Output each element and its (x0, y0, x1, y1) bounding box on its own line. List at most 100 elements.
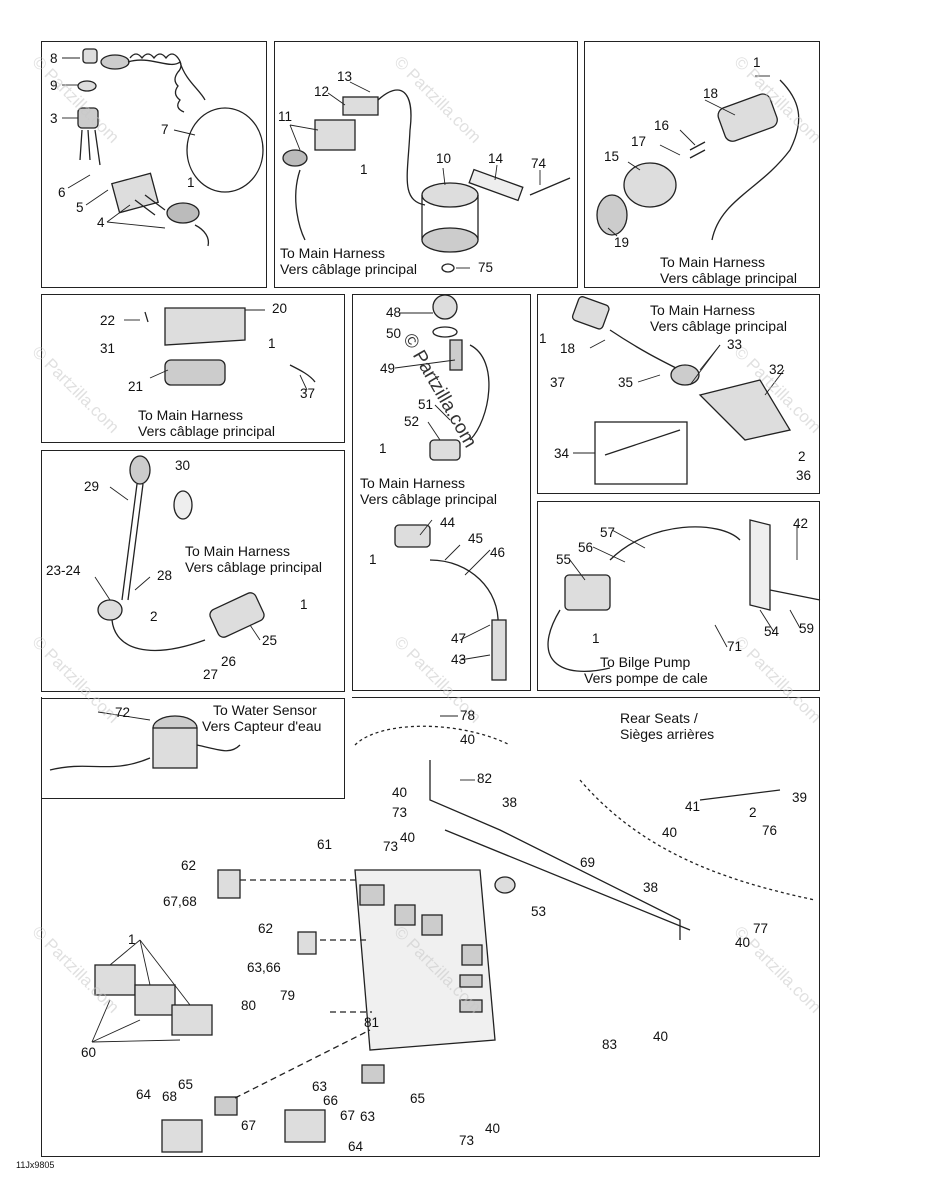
part-label: 47 (451, 631, 467, 646)
part-label: 55 (556, 552, 572, 567)
part-label: 34 (554, 446, 570, 461)
part-label: 56 (578, 540, 594, 555)
part-label: 9 (50, 78, 58, 93)
part-label: 65 (410, 1091, 426, 1106)
panel-electrical-box-top (352, 697, 820, 698)
caption-vers-cablage: Vers câblage principal (280, 261, 417, 277)
part-label: 32 (769, 362, 785, 377)
part-label: 10 (436, 151, 452, 166)
part-label: 15 (604, 149, 620, 164)
part-label: 30 (175, 458, 191, 473)
part-label: 38 (502, 795, 518, 810)
part-label: 19 (614, 235, 630, 250)
part-label: 1 (360, 162, 368, 177)
panel-throttle-sensor (537, 294, 820, 494)
part-label: 79 (280, 988, 296, 1003)
part-label: 62 (258, 921, 274, 936)
panel-fuel-sender (352, 294, 531, 691)
part-label: 13 (337, 69, 353, 84)
part-label: 40 (460, 732, 476, 747)
part-label: 4 (97, 215, 105, 230)
part-label: 73 (459, 1133, 475, 1148)
part-label: 48 (386, 305, 402, 320)
part-label: 76 (762, 823, 778, 838)
caption-to-main-harness: To Main Harness (360, 475, 466, 491)
caption-to-bilge-pump: To Bilge Pump (600, 654, 691, 670)
part-label: 35 (618, 375, 634, 390)
part-label: 33 (727, 337, 743, 352)
part-label: 63 (312, 1079, 328, 1094)
part-label: 43 (451, 652, 467, 667)
part-label: 27 (203, 667, 219, 682)
panel-bilge-switch (537, 501, 820, 691)
part-label: 73 (392, 805, 408, 820)
part-label: 31 (100, 341, 116, 356)
part-label: 1 (539, 331, 547, 346)
caption-vers-capteur: Vers Capteur d'eau (202, 718, 322, 734)
part-label: 57 (600, 525, 616, 540)
part-label: 49 (380, 361, 396, 376)
part-label: 53 (531, 904, 547, 919)
part-label: 71 (727, 639, 743, 654)
part-label: 37 (550, 375, 566, 390)
caption-to-main-harness: To Main Harness (185, 543, 291, 559)
part-label: 80 (241, 998, 257, 1013)
part-label: 2 (798, 449, 806, 464)
part-label: 78 (460, 708, 476, 723)
panel-horn (274, 41, 578, 288)
part-label: 41 (685, 799, 701, 814)
part-label: 11 (278, 109, 293, 124)
part-label: 46 (490, 545, 506, 560)
caption-vers-cablage: Vers câblage principal (138, 423, 275, 439)
part-label: 1 (128, 932, 136, 947)
part-label: 51 (418, 397, 434, 412)
caption-to-water-sensor: To Water Sensor (213, 702, 317, 718)
part-label: 16 (654, 118, 670, 133)
part-label: 8 (50, 51, 58, 66)
part-label: 40 (653, 1029, 669, 1044)
diagram-code: 11Jx9805 (16, 1160, 55, 1170)
part-label: 1 (300, 597, 308, 612)
part-label: 37 (300, 386, 316, 401)
part-label: 66 (323, 1093, 339, 1108)
panel-light (41, 450, 345, 692)
caption-to-main-harness: To Main Harness (660, 254, 766, 270)
part-label: 1 (592, 631, 600, 646)
part-label: 20 (272, 301, 288, 316)
part-label: 65 (178, 1077, 194, 1092)
part-label: 40 (735, 935, 751, 950)
part-label: 26 (221, 654, 237, 669)
caption-vers-cablage: Vers câblage principal (360, 491, 497, 507)
part-label: 75 (478, 260, 494, 275)
part-label: 77 (753, 921, 769, 936)
panel-electrical-box (41, 697, 820, 1157)
part-label: 2 (749, 805, 757, 820)
part-label: 42 (793, 516, 809, 531)
part-label: 83 (602, 1037, 618, 1052)
part-label: 21 (128, 379, 144, 394)
caption-to-main-harness: To Main Harness (138, 407, 244, 423)
part-label: 45 (468, 531, 484, 546)
part-label: 12 (314, 84, 330, 99)
caption-vers-pompe: Vers pompe de cale (584, 670, 708, 686)
part-label: 14 (488, 151, 504, 166)
part-label: 40 (392, 785, 408, 800)
part-label: 59 (799, 621, 815, 636)
part-label: 17 (631, 134, 647, 149)
part-label: 68 (162, 1089, 178, 1104)
part-label: 54 (764, 624, 780, 639)
part-label: 64 (136, 1087, 152, 1102)
part-label: 7 (161, 122, 169, 137)
caption-vers-cablage: Vers câblage principal (650, 318, 787, 334)
part-label: 52 (404, 414, 420, 429)
part-label: 63 (360, 1109, 376, 1124)
part-label: 5 (76, 200, 84, 215)
part-label: 82 (477, 771, 493, 786)
part-label: 39 (792, 790, 808, 805)
panel-switch (41, 294, 345, 443)
part-label: 1 (268, 336, 276, 351)
part-label: 2 (150, 609, 158, 624)
part-label: 3 (50, 111, 58, 126)
part-label: 72 (115, 705, 131, 720)
